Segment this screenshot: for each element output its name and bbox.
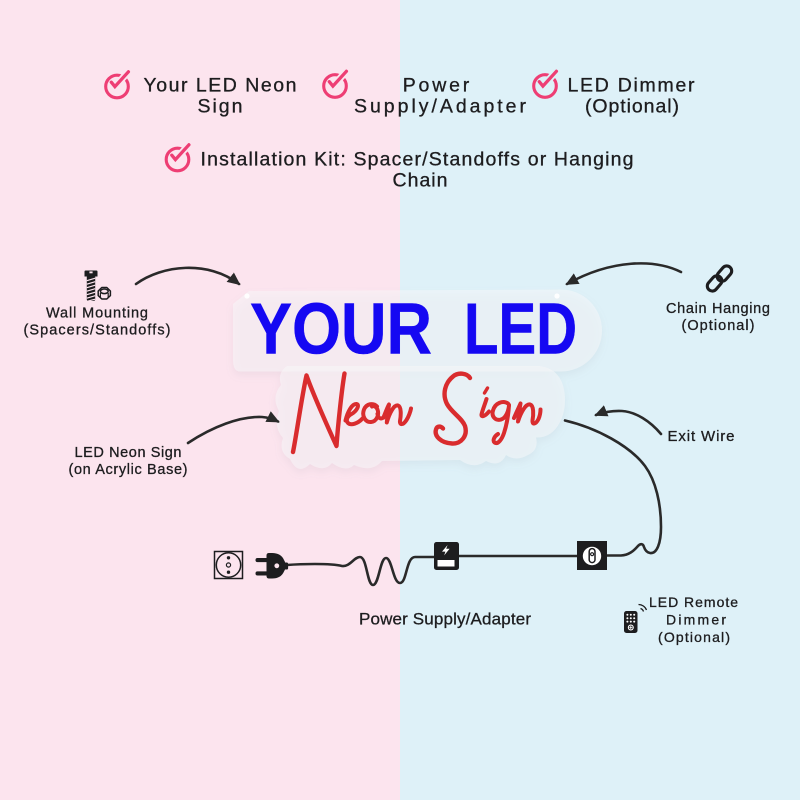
svg-text:(on Acrylic Base): (on Acrylic Base) [69, 462, 188, 478]
svg-text:LED Dimmer: LED Dimmer [568, 74, 696, 96]
svg-text:Chain Hanging: Chain Hanging [666, 301, 770, 317]
svg-text:Chain: Chain [393, 170, 448, 192]
svg-text:Exit Wire: Exit Wire [668, 428, 735, 445]
svg-text:LED Remote: LED Remote [649, 594, 738, 610]
svg-text:(Spacers/Standoffs): (Spacers/Standoffs) [24, 323, 171, 339]
svg-text:Power Supply/Adapter: Power Supply/Adapter [359, 610, 531, 629]
svg-text:LED Neon Sign: LED Neon Sign [75, 445, 182, 461]
svg-text:Installation Kit: Spacer/Stand: Installation Kit: Spacer/Standoffs or Ha… [201, 148, 634, 170]
svg-text:Your LED Neon: Your LED Neon [144, 74, 297, 96]
svg-text:(Optional): (Optional) [585, 96, 679, 118]
svg-text:LED: LED [464, 290, 577, 370]
svg-text:Power: Power [403, 74, 470, 96]
svg-text:Sign: Sign [198, 96, 243, 118]
svg-text:(Optional): (Optional) [658, 629, 730, 645]
svg-text:(Optional): (Optional) [682, 318, 755, 334]
svg-text:Wall Mounting: Wall Mounting [46, 306, 148, 322]
svg-text:Supply/Adapter: Supply/Adapter [354, 96, 527, 118]
svg-text:YOUR: YOUR [250, 290, 432, 370]
